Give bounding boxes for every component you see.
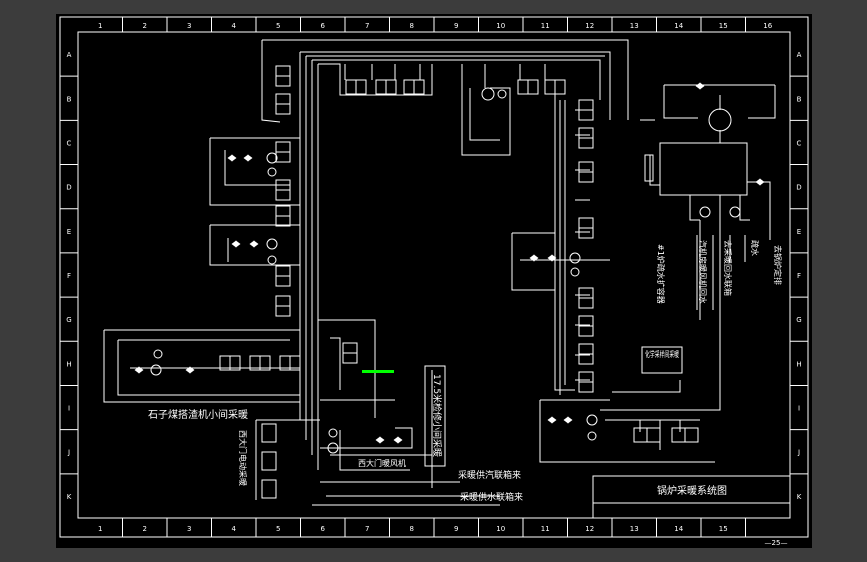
grid-label: E	[797, 228, 801, 236]
label-inspection-room: 17.5米检修小间采暖	[431, 374, 443, 457]
label-heater-return: 汽机房暖风机回水	[698, 240, 708, 304]
label-west-gate-vertical: 西大门电动采暖	[238, 430, 248, 486]
grid-label: 11	[541, 525, 550, 533]
grid-label: 13	[630, 22, 639, 30]
grid-label: 6	[321, 525, 326, 533]
grid-label: E	[67, 228, 71, 236]
grid-label: 14	[674, 525, 683, 533]
grid-label: C	[797, 139, 802, 147]
grid-label: A	[797, 51, 802, 59]
grid-label: 2	[143, 22, 147, 30]
grid-label: B	[797, 95, 802, 103]
grid-label: 3	[187, 525, 191, 533]
grid-label: 12	[585, 525, 594, 533]
grid-label: 14	[674, 22, 683, 30]
grid-label: I	[798, 405, 800, 413]
grid-label: H	[796, 360, 801, 368]
grid-label: B	[67, 95, 72, 103]
label-chem-sampling: 化学采样间采暖	[645, 349, 679, 359]
grid-label: A	[67, 51, 72, 59]
grid-label: 8	[410, 525, 414, 533]
inspection-room-box	[424, 365, 446, 467]
grid-label: 16	[763, 22, 772, 30]
grid-label: D	[796, 184, 801, 192]
grid-label: 7	[365, 525, 369, 533]
grid-label: 10	[496, 525, 505, 533]
grid-label: 10	[496, 22, 505, 30]
grid-label: C	[67, 139, 72, 147]
grid-label: 9	[454, 525, 458, 533]
grid-label: 2	[143, 525, 147, 533]
grid-label: 11	[541, 22, 550, 30]
label-drain: 疏水	[750, 240, 760, 256]
grid-label: 1	[98, 22, 102, 30]
grid-label: 8	[410, 22, 414, 30]
grid-label: 1	[98, 525, 102, 533]
grid-label: K	[67, 493, 72, 501]
grid-label: F	[67, 272, 71, 280]
grid-label: 4	[232, 22, 237, 30]
grid-label: 3	[187, 22, 191, 30]
grid-label: F	[797, 272, 801, 280]
grid-label: 15	[719, 22, 728, 30]
grid-label: 9	[454, 22, 458, 30]
grid-label: D	[66, 184, 71, 192]
radiator-units	[219, 65, 699, 499]
grid-label: K	[797, 493, 802, 501]
label-boiler-blowdown: 去锅炉定排	[773, 245, 783, 285]
grid-label: 5	[276, 525, 280, 533]
title-block	[592, 475, 791, 519]
grid-label: 7	[365, 22, 369, 30]
grid-label: 12	[585, 22, 594, 30]
grid-label: 4	[232, 525, 237, 533]
grid-label: H	[66, 360, 71, 368]
grid-label: 13	[630, 525, 639, 533]
grid-label: J	[797, 449, 800, 457]
sheet-number: —25—	[765, 539, 788, 547]
grid-right-letters: A B C D E F G H I J K	[790, 51, 808, 501]
grid-label: 5	[276, 22, 280, 30]
grid-label: I	[68, 405, 70, 413]
grid-left-letters: A B C D E F G H I J K	[60, 51, 78, 501]
grid-label: G	[796, 316, 801, 324]
label-stone-coal-room: 石子煤搭渣机小间采暖	[148, 408, 248, 421]
drawing-title: 锅炉采暖系统图	[657, 484, 727, 497]
label-west-gate-heater: 西大门暖风机	[358, 458, 406, 468]
grid-label: J	[67, 449, 70, 457]
label-supply-water: 采暖供水联箱来	[460, 491, 523, 503]
chem-sampling-box	[641, 346, 683, 374]
valves	[134, 82, 765, 444]
highlight-marker	[362, 370, 394, 373]
grid-label: 6	[321, 22, 326, 30]
pumps	[150, 87, 741, 454]
grid-label: G	[66, 316, 71, 324]
pipe-network	[103, 39, 776, 506]
label-return-header: 去采暖回水联箱	[723, 240, 733, 296]
label-boiler-drain: #1炉疏水扩容器	[656, 244, 666, 304]
drawing-sheet	[56, 14, 812, 548]
grid-label: 15	[719, 525, 728, 533]
label-supply-steam: 采暖供汽联箱来	[458, 469, 521, 481]
